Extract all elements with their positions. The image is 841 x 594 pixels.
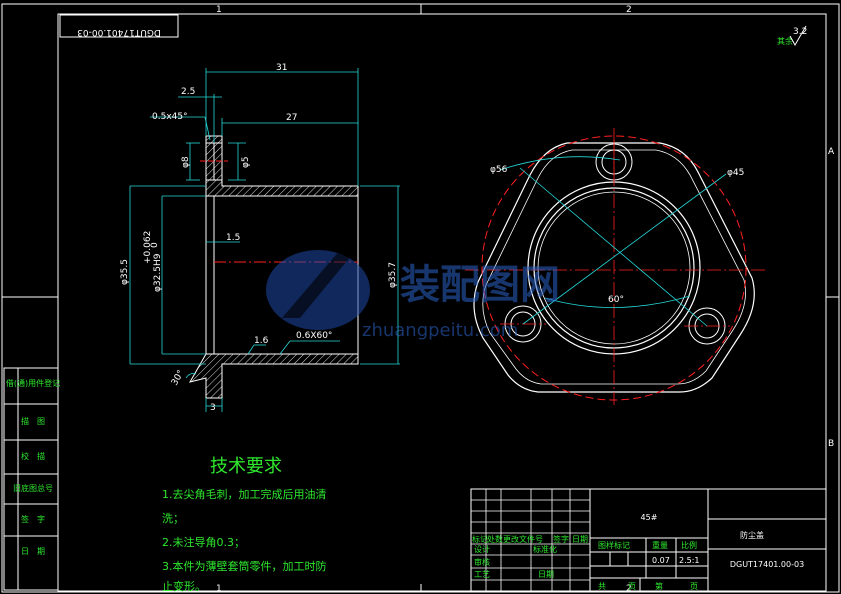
tb-row-label: 更改文件号 <box>503 534 543 544</box>
tech-req-line: 止变形。 <box>162 579 206 593</box>
tech-req-line: 3.本件为薄壁套筒零件，加工时防 <box>162 559 327 573</box>
roughness-label: 其余 <box>777 36 793 46</box>
strip-label: 借(通)用件登记 <box>6 378 60 388</box>
watermark-cn: 装配图网 <box>400 262 560 308</box>
top-wall <box>205 135 359 197</box>
dim-chamfer2: 0.6X60° <box>296 331 332 341</box>
zone-label: 1 <box>216 5 222 15</box>
tb-row-label: 标记 <box>472 534 488 544</box>
dim-31: 31 <box>276 63 287 73</box>
tb-material: 45# <box>641 513 658 522</box>
dim-angle30: 30° <box>170 369 187 388</box>
watermark-en: zhuangpeitu.com <box>362 320 518 341</box>
title-block: 标记 处数 更改文件号 签字 日期 设计 标准化 审核 工艺 日期 45# 防尘… <box>470 488 827 592</box>
tb-designer: 设计 <box>474 544 490 554</box>
tb-row-label: 处数 <box>487 534 503 544</box>
tb-drawing-no: DGUT17401.00-03 <box>730 560 804 569</box>
zone-label: 2 <box>626 5 632 15</box>
tb-sheet-of: 第 <box>655 581 663 591</box>
tech-req-line: 2.未注导角0.3； <box>162 535 245 549</box>
dim-angle60: 60° <box>608 295 624 305</box>
bottom-wall <box>188 353 359 399</box>
dim-tol-upper: +0.062 <box>143 231 153 264</box>
strip-label: 旧底图总号 <box>13 483 53 493</box>
tb-scale: 2.5:1 <box>679 556 700 565</box>
front-view: φ56 φ45 60° <box>465 128 765 405</box>
tb-weight-label: 重量 <box>652 540 668 550</box>
dim-roughness-16: 1.6 <box>254 336 269 346</box>
dim-tol-lower: 0 <box>150 242 160 248</box>
tech-req-line: 1.去尖角毛刺，加工完成后用油清 <box>162 487 327 501</box>
tb-part-name: 防尘盖 <box>740 530 764 540</box>
roughness-symbol: 其余 3.2 <box>777 25 807 47</box>
tb-sheets-total: 共 <box>598 582 606 591</box>
tb-checker: 审核 <box>474 557 490 567</box>
strip-label: 日 期 <box>21 547 45 556</box>
tb-stage-label: 图样标记 <box>598 540 630 550</box>
watermark: 装配图网 zhuangpeitu.com <box>266 250 560 341</box>
inner-frame <box>57 13 827 592</box>
title-stamp-text: DGUT17401.00-03 <box>77 27 161 37</box>
tb-standard: 标准化 <box>533 544 557 554</box>
dim-phi45: φ45 <box>727 168 744 178</box>
tb-date: 日期 <box>538 570 554 579</box>
zone-label: B <box>828 439 834 449</box>
dim-1-5: 1.5 <box>226 233 240 243</box>
dim-phi56: φ56 <box>490 165 508 175</box>
strip-label: 校 描 <box>21 451 45 461</box>
outer-contour <box>473 142 755 393</box>
tb-weight: 0.07 <box>652 556 670 565</box>
strip-label: 签 字 <box>21 514 45 524</box>
watermark-logo-icon <box>266 250 370 330</box>
dim-27: 27 <box>286 113 297 123</box>
dim-phi35-5: φ35.5 <box>120 259 130 285</box>
dim-2-5: 2.5 <box>181 87 195 97</box>
tb-row-label: 日期 <box>572 535 588 544</box>
zone-label: A <box>828 147 835 157</box>
strip-label: 描 图 <box>21 416 45 426</box>
zone-label: 2 <box>626 584 632 594</box>
tech-req-line: 洗； <box>162 512 184 525</box>
roughness-value: 3.2 <box>793 27 807 37</box>
inner-contour <box>482 149 746 385</box>
tb-process: 工艺 <box>474 570 490 579</box>
dim-phi35-7: φ35.7 <box>388 262 398 288</box>
dim-phi8: φ8 <box>181 156 191 168</box>
tb-sheet-no: 页 <box>628 582 636 591</box>
dim-3: 3 <box>210 403 216 413</box>
left-strip: 借(通)用件登记 描 图 校 描 旧底图总号 签 字 日 期 <box>3 367 60 591</box>
dim-phi5: φ5 <box>241 156 251 168</box>
tb-sheet-page: 页 <box>690 582 698 591</box>
technical-requirements: 技术要求 1.去尖角毛刺，加工完成后用油清 洗； 2.未注导角0.3； 3.本件… <box>162 456 327 593</box>
tech-req-title: 技术要求 <box>210 456 282 477</box>
zone-label: 1 <box>216 584 222 594</box>
section-view: 31 27 2.5 0.5x45° 1.5 3 φ8 φ5 φ35.5 φ32.… <box>120 63 400 413</box>
dim-chamfer: 0.5x45° <box>152 112 188 122</box>
dim-phi32-5: φ32.5H9 <box>153 253 163 292</box>
tb-scale-label: 比例 <box>681 540 697 550</box>
title-stamp: DGUT17401.00-03 <box>59 14 179 38</box>
tb-row-label: 签字 <box>553 534 569 544</box>
